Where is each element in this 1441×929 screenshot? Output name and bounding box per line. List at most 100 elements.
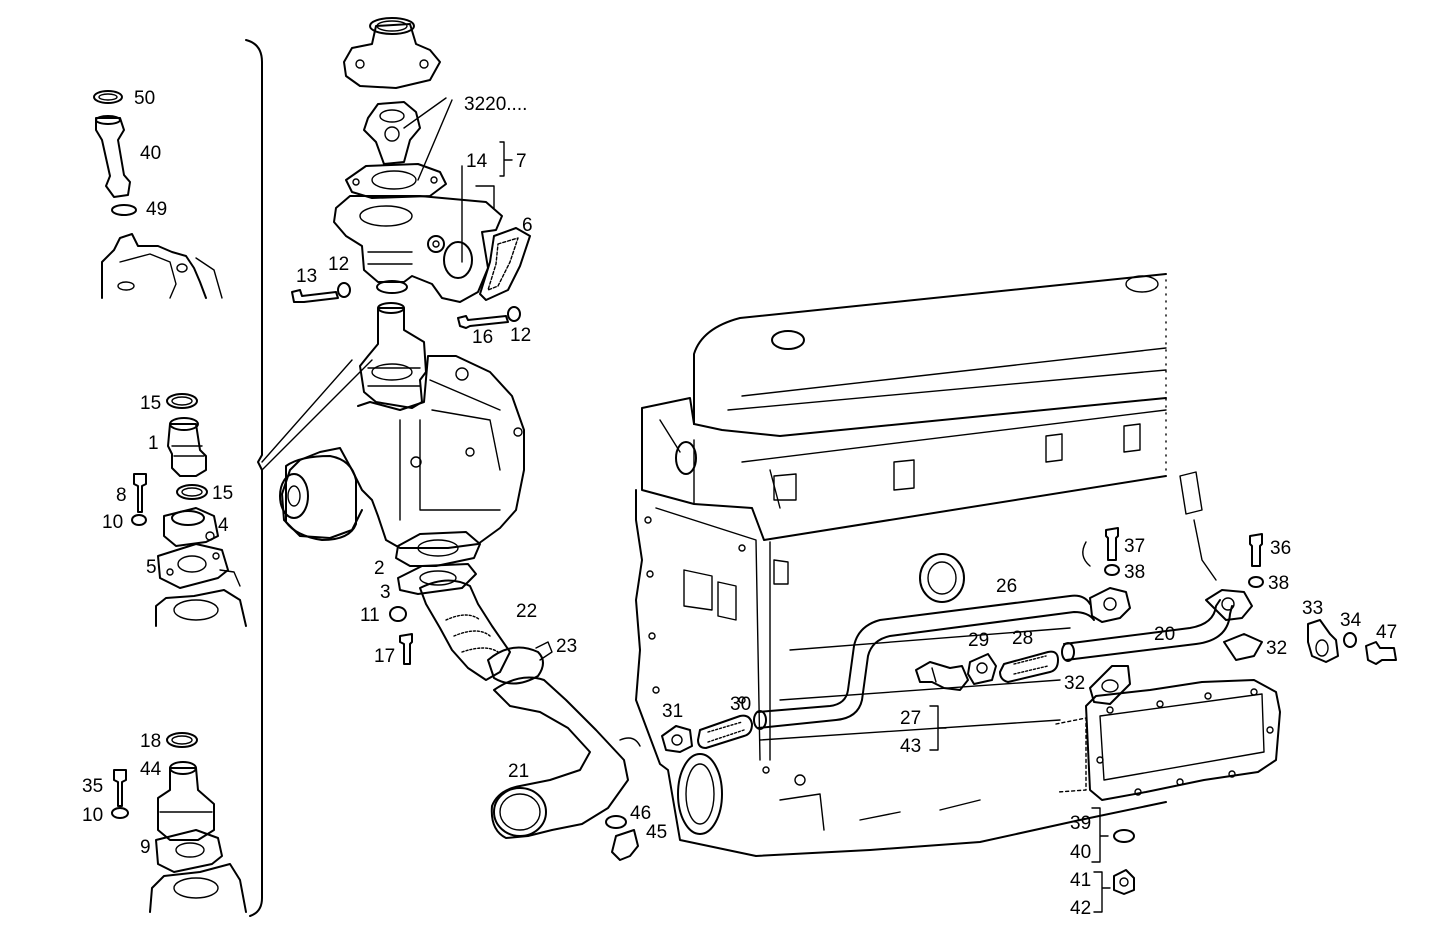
banjo-union-20 [1205, 589, 1253, 621]
callout-10-top: 10 [102, 512, 123, 533]
gasket-9 [155, 829, 223, 873]
callout-46: 46 [630, 803, 651, 824]
housing-stub-mid [155, 589, 247, 627]
pipe-21 [490, 676, 629, 839]
callout-28: 28 [1012, 628, 1033, 649]
bolt-47 [1365, 641, 1397, 665]
cylinder-head [641, 397, 1167, 541]
gasket-5 [157, 543, 229, 589]
pump-outlet-flange [395, 531, 481, 567]
outlet-cover [343, 23, 441, 89]
callout-1: 1 [148, 433, 159, 454]
callout-9: 9 [140, 837, 151, 858]
sensor-33 [1307, 619, 1339, 663]
callout-44: 44 [140, 759, 162, 780]
washer-10b [111, 807, 129, 819]
callout-47: 47 [1376, 622, 1397, 643]
callout-40-bottom: 40 [1070, 842, 1091, 863]
callout-15-bottom: 15 [212, 483, 233, 504]
hose-clamp-23 [487, 646, 544, 685]
washer-38a [1104, 564, 1120, 576]
callout-4: 4 [218, 515, 229, 536]
callout-42: 42 [1070, 898, 1091, 919]
inset-15-1-4-5 [131, 393, 247, 627]
callout-21: 21 [508, 761, 529, 782]
callout-31: 31 [662, 701, 683, 722]
nut-29 [967, 653, 997, 685]
seal-ring-49 [111, 204, 137, 216]
housing-stub-bottom [149, 863, 247, 913]
timing-bore [677, 753, 723, 835]
thermostat-valve [363, 101, 421, 165]
o-ring-housing [376, 280, 408, 294]
callout-43: 43 [900, 736, 921, 757]
callout-5: 5 [146, 557, 157, 578]
plug-11 [389, 606, 407, 622]
housing-gasket-plate [479, 227, 531, 301]
washer-38b [1248, 576, 1264, 588]
washer-34 [1343, 632, 1357, 648]
hose-28 [999, 650, 1059, 683]
group-bracket [245, 39, 263, 917]
hose-30 [697, 714, 753, 749]
callout-16: 16 [472, 327, 493, 348]
washer-39-40 [1113, 829, 1135, 843]
seal-ring-15a [166, 393, 198, 409]
callout-32-right: 32 [1266, 638, 1287, 659]
callout-15-top: 15 [140, 393, 161, 414]
thermostat-housing-6 [333, 195, 503, 303]
washer-10a [131, 514, 147, 526]
seal-ring-18 [166, 732, 198, 748]
callout-33: 33 [1302, 598, 1323, 619]
bolt-17 [399, 633, 413, 665]
bracket-39-40 [1091, 807, 1109, 863]
flange-32a [1223, 633, 1263, 661]
block-body [635, 489, 1167, 857]
callout-12-right: 12 [510, 325, 531, 346]
callout-39: 39 [1070, 813, 1091, 834]
callout-12-top: 12 [328, 254, 349, 275]
callout-13: 13 [296, 266, 317, 287]
housing-stub-top [101, 233, 207, 299]
callout-6: 6 [522, 215, 533, 236]
callout-18: 18 [140, 731, 161, 752]
callout-2: 2 [374, 558, 385, 579]
callout-45: 45 [646, 822, 667, 843]
bolt-36 [1249, 533, 1263, 567]
seal-ring-15b [176, 484, 208, 500]
callout-7: 7 [516, 151, 527, 172]
callout-11: 11 [360, 605, 380, 626]
inset-18-44-35-9 [111, 732, 247, 913]
callout-40: 40 [140, 143, 161, 164]
seal-ring-46 [605, 815, 627, 829]
pump-body [281, 355, 525, 549]
seal-ring-50 [93, 90, 123, 104]
callout-27: 27 [900, 708, 921, 729]
engine-block [635, 273, 1281, 857]
callout-17: 17 [374, 646, 395, 667]
thermostat-gasket [345, 163, 447, 199]
drain-plug-45 [611, 829, 639, 861]
callout-3: 3 [380, 582, 391, 603]
bolt-16 [457, 315, 509, 329]
callout-38-left: 38 [1124, 562, 1145, 583]
hose-22 [419, 579, 511, 681]
screw-35 [113, 769, 127, 807]
callout-49: 49 [146, 199, 167, 220]
pump-inlet-stub [359, 307, 427, 409]
pipe-26 [757, 594, 1091, 713]
callout-3220: 3220.... [464, 94, 527, 115]
callout-8: 8 [116, 485, 127, 506]
bracket-27-43 [929, 705, 947, 751]
callout-38-right: 38 [1268, 573, 1289, 594]
bracket-14-7 [499, 141, 513, 177]
nut-31 [661, 725, 693, 753]
bracket-41-42 [1093, 871, 1111, 913]
callout-20: 20 [1154, 624, 1175, 645]
callout-35: 35 [82, 776, 103, 797]
elbow-fitting-40 [95, 117, 131, 198]
callout-10-bottom: 10 [82, 805, 103, 826]
washer-12b [507, 306, 521, 322]
